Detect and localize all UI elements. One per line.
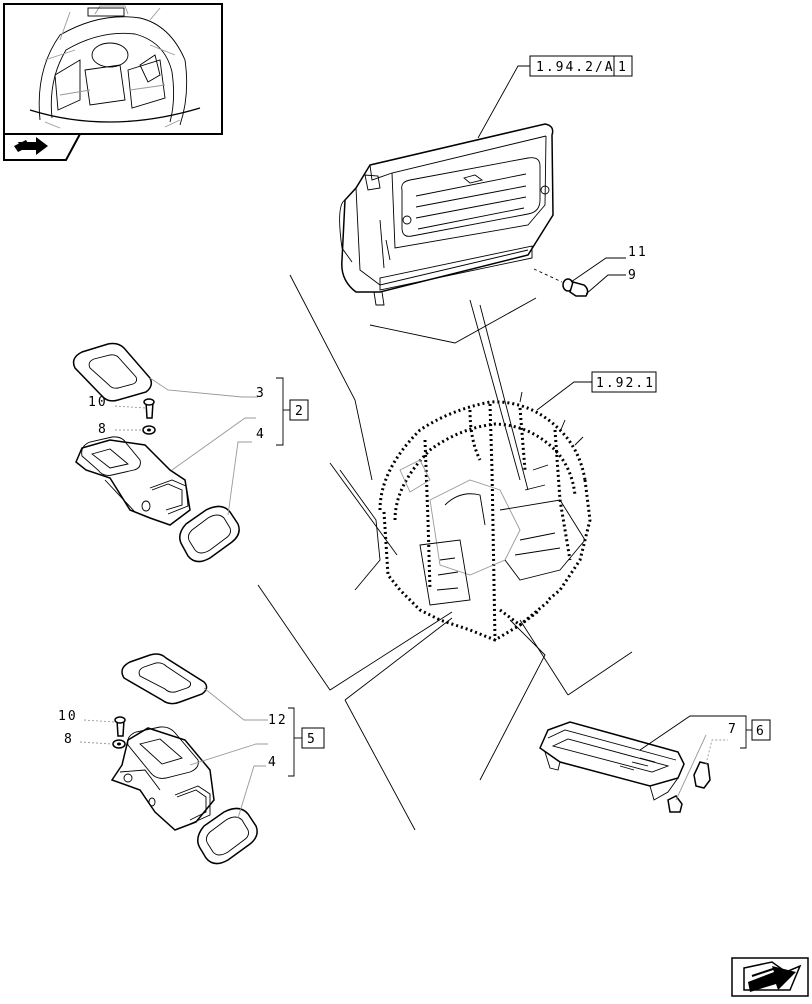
floor-duct-group (539, 721, 711, 813)
reference-1-92-1-label: 1.92.1 (596, 376, 655, 391)
group-2-box[interactable]: 2 (289, 399, 309, 421)
callout-4-lower: 4 (268, 755, 278, 770)
group-6-label: 6 (756, 724, 766, 739)
upper-vent-duct-group (72, 342, 240, 563)
group-1-label: 1 (618, 60, 628, 75)
reference-1-94-2-a-label: 1.94.2/A (536, 60, 615, 75)
callout-12: 12 (268, 713, 288, 728)
thumbnail-view[interactable] (3, 3, 223, 161)
callout-7: 7 (728, 722, 738, 737)
reference-1-92-1[interactable]: 1.92.1 (591, 371, 657, 393)
cab-interior-thumbnail-image (29, 5, 201, 129)
callout-4-upper: 4 (256, 427, 266, 442)
callout-10-lower: 10 (58, 709, 78, 724)
group-2-label: 2 (295, 404, 305, 419)
callout-9: 9 (628, 268, 638, 283)
callout-3: 3 (256, 386, 266, 401)
roof-panel-assembly (339, 123, 554, 306)
group-5-label: 5 (307, 732, 317, 747)
reference-1-94-2-a[interactable]: 1.94.2/A 1 (529, 55, 633, 77)
callout-8-lower: 8 (64, 732, 74, 747)
folder-arrow-icon[interactable] (3, 133, 82, 161)
callout-10-upper: 10 (88, 395, 108, 410)
group-6-box[interactable]: 6 (751, 719, 771, 741)
group-5-box[interactable]: 5 (301, 727, 325, 749)
callout-8-upper: 8 (98, 422, 108, 437)
callout-11: 11 (628, 245, 648, 260)
next-page-arrow-icon[interactable] (731, 957, 809, 997)
screw-and-washer (533, 268, 589, 297)
lower-vent-duct-group (110, 653, 258, 865)
cab-frame (378, 391, 592, 642)
